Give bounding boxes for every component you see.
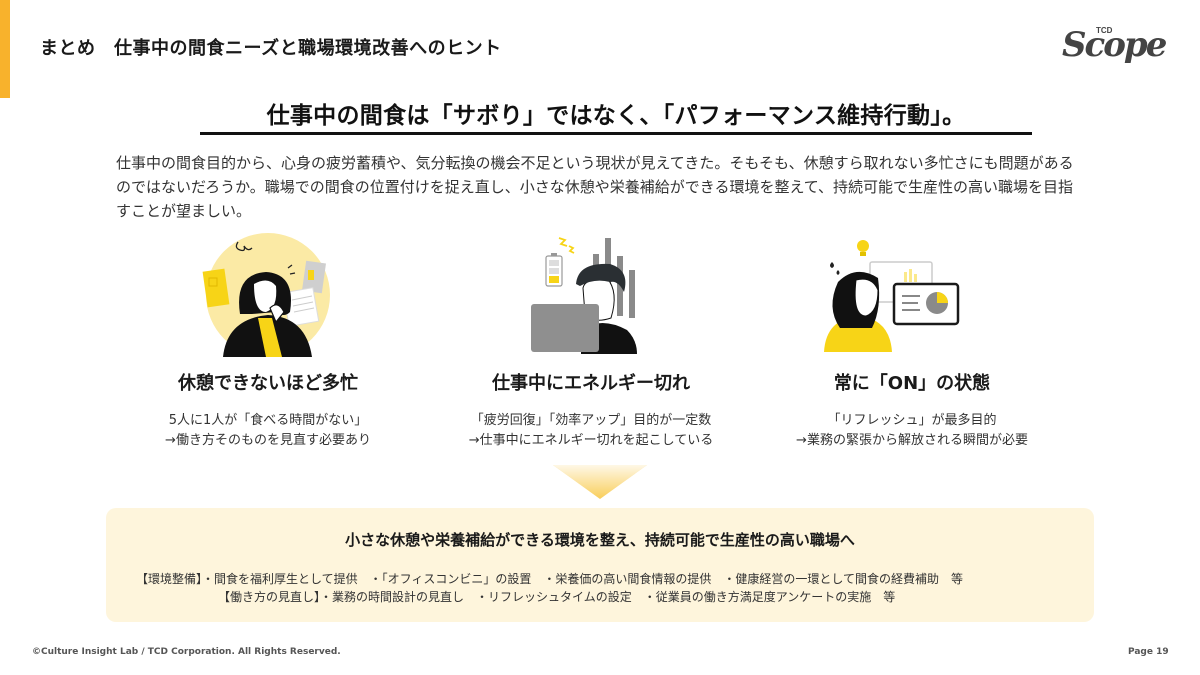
conclusion-box: 小さな休憩や栄養補給ができる環境を整え、持続可能で生産性の高い職場へ 【環境整備… (106, 508, 1094, 622)
column-desc-line2: →業務の緊張から解放される瞬間が必要 (796, 433, 1028, 448)
intro-paragraph: 仕事中の間食目的から、心身の疲労蓄積や、気分転換の機会不足という現状が見えてきた… (116, 154, 1074, 220)
logo-main-text: Scope (1062, 25, 1167, 65)
column-title: 仕事中にエネルギー切れ (492, 373, 690, 394)
footer-copyright: ©Culture Insight Lab / TCD Corporation. … (32, 647, 341, 657)
column-desc-line1: 「リフレッシュ」が最多目的 (827, 413, 997, 428)
conclusion-title: 小さな休憩や栄養補給ができる環境を整え、持続可能で生産性の高い職場へ (345, 531, 855, 549)
column-desc-line2: →仕事中にエネルギー切れを起こしている (468, 433, 714, 448)
conclusion-workstyle-actions: 【働き方の見直し】・業務の時間設計の見直し ・リフレッシュタイムの設定 ・従業員… (218, 590, 896, 604)
column-description: 「リフレッシュ」が最多目的 →業務の緊張から解放される瞬間が必要 (752, 411, 1072, 451)
low-battery-man-illustration-icon (431, 232, 751, 357)
tcd-scope-logo: Scope TCD (1062, 24, 1174, 68)
column-title: 休憩できないほど多忙 (178, 373, 358, 394)
always-on-woman-illustration-icon (752, 232, 1072, 357)
insight-column-energy: 仕事中にエネルギー切れ 「疲労回復」「効率アップ」目的が一定数 →仕事中にエネル… (431, 232, 751, 451)
column-desc-line1: 「疲労回復」「効率アップ」目的が一定数 (470, 413, 712, 428)
logo-small-text: TCD (1096, 26, 1113, 35)
column-title: 常に「ON」の状態 (833, 373, 991, 394)
accent-bar (0, 0, 10, 98)
page-number: Page 19 (1128, 647, 1169, 657)
column-description: 5人に1人が「食べる時間がない」 →働き方そのものを見直す必要あり (108, 411, 428, 451)
page-header-title: まとめ 仕事中の間食ニーズと職場環境改善へのヒント (40, 38, 502, 59)
column-desc-line2: →働き方そのものを見直す必要あり (165, 433, 371, 448)
insight-column-busy: 休憩できないほど多忙 5人に1人が「食べる時間がない」 →働き方そのものを見直す… (108, 232, 428, 451)
insight-column-always-on: 常に「ON」の状態 「リフレッシュ」が最多目的 →業務の緊張から解放される瞬間が… (752, 232, 1072, 451)
headline: 仕事中の間食は「サボり」ではなく、「パフォーマンス維持行動」。 (200, 96, 1032, 135)
column-desc-line1: 5人に1人が「食べる時間がない」 (168, 413, 368, 428)
column-description: 「疲労回復」「効率アップ」目的が一定数 →仕事中にエネルギー切れを起こしている (431, 411, 751, 451)
conclusion-environment-actions: 【環境整備】・間食を福利厚生として提供 ・「オフィスコンビニ」の設置 ・栄養価の… (136, 572, 964, 586)
busy-woman-illustration-icon (108, 232, 428, 357)
